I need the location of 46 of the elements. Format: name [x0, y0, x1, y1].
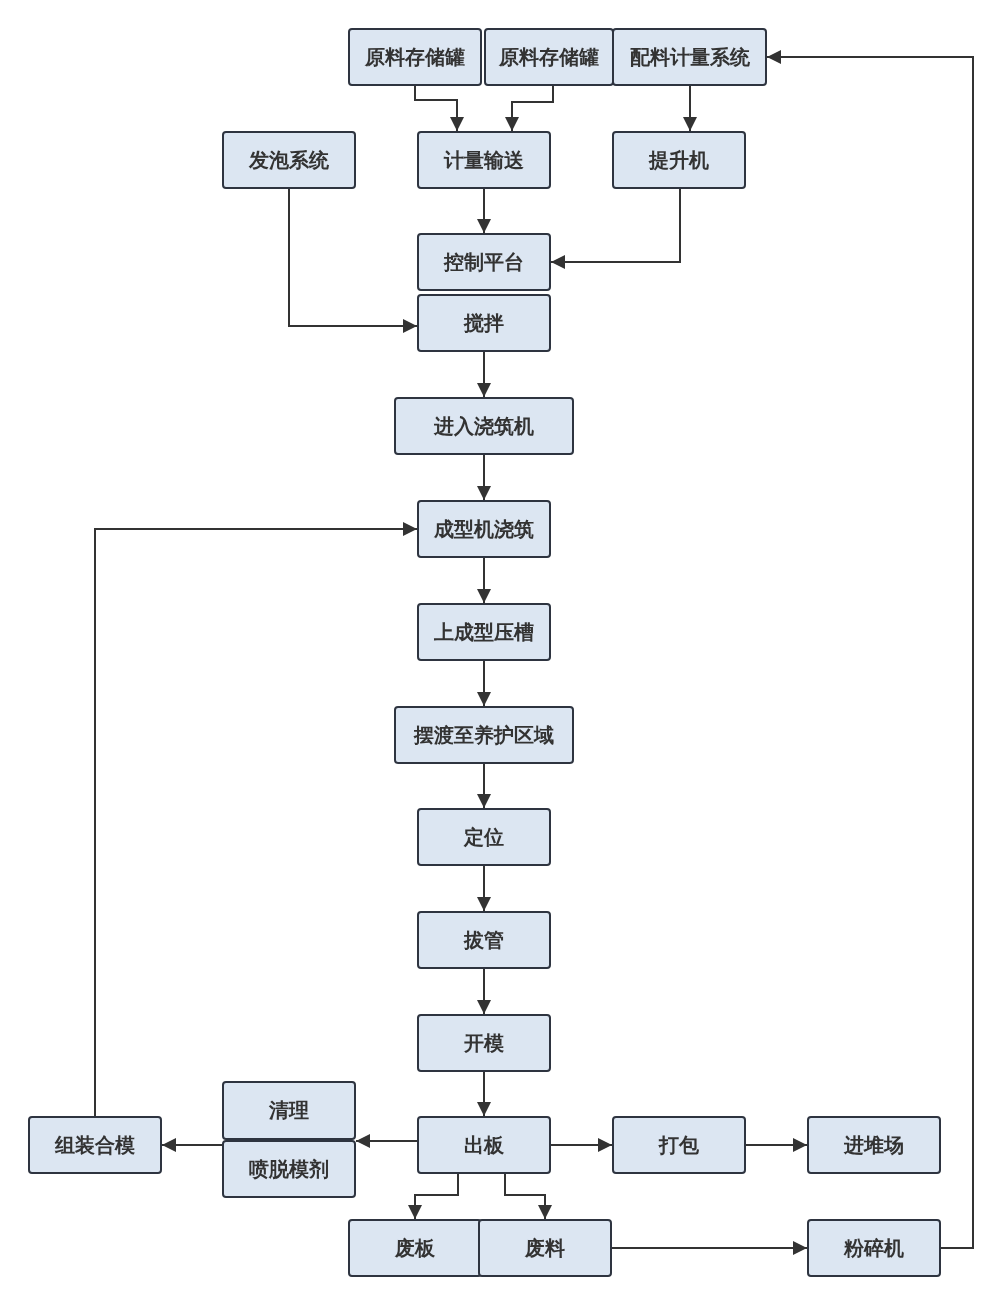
arrow — [414, 85, 464, 132]
process-box: 成型机浇筑 — [417, 500, 551, 558]
process-box: 搅拌 — [417, 294, 551, 352]
arrow — [550, 188, 681, 269]
arrow — [683, 85, 697, 132]
process-box: 打包 — [612, 1116, 746, 1174]
arrow — [94, 522, 418, 1117]
process-box: 废料 — [478, 1219, 612, 1277]
arrow — [355, 1134, 418, 1148]
process-box: 出板 — [417, 1116, 551, 1174]
arrow — [477, 763, 491, 809]
arrow — [766, 50, 974, 1249]
process-box: 清理 — [222, 1081, 356, 1140]
arrow — [477, 351, 491, 398]
process-box: 原料存储罐 — [348, 28, 482, 86]
process-box: 定位 — [417, 808, 551, 866]
arrow — [477, 1071, 491, 1117]
process-box: 控制平台 — [417, 233, 551, 291]
arrow — [477, 660, 491, 707]
arrow — [161, 1138, 223, 1152]
arrow — [408, 1173, 459, 1220]
process-box: 计量输送 — [417, 131, 551, 189]
process-box: 拔管 — [417, 911, 551, 969]
process-box: 喷脱模剂 — [222, 1140, 356, 1198]
arrow — [745, 1138, 808, 1152]
process-box: 进堆场 — [807, 1116, 941, 1174]
process-box: 开模 — [417, 1014, 551, 1072]
arrow — [477, 454, 491, 501]
arrow — [477, 188, 491, 234]
arrow — [477, 968, 491, 1015]
arrow — [505, 85, 554, 132]
arrow — [477, 865, 491, 912]
process-box: 摆渡至养护区域 — [394, 706, 574, 764]
process-box: 发泡系统 — [222, 131, 356, 189]
process-box: 组装合模 — [28, 1116, 162, 1174]
process-box: 配料计量系统 — [612, 28, 767, 86]
arrow — [550, 1138, 613, 1152]
process-box: 提升机 — [612, 131, 746, 189]
process-box: 粉碎机 — [807, 1219, 941, 1277]
process-box: 进入浇筑机 — [394, 397, 574, 455]
process-box: 原料存储罐 — [484, 28, 614, 86]
arrow — [288, 188, 418, 333]
arrow — [611, 1241, 808, 1255]
arrow — [504, 1173, 552, 1220]
arrow — [477, 557, 491, 604]
process-box: 上成型压槽 — [417, 603, 551, 661]
